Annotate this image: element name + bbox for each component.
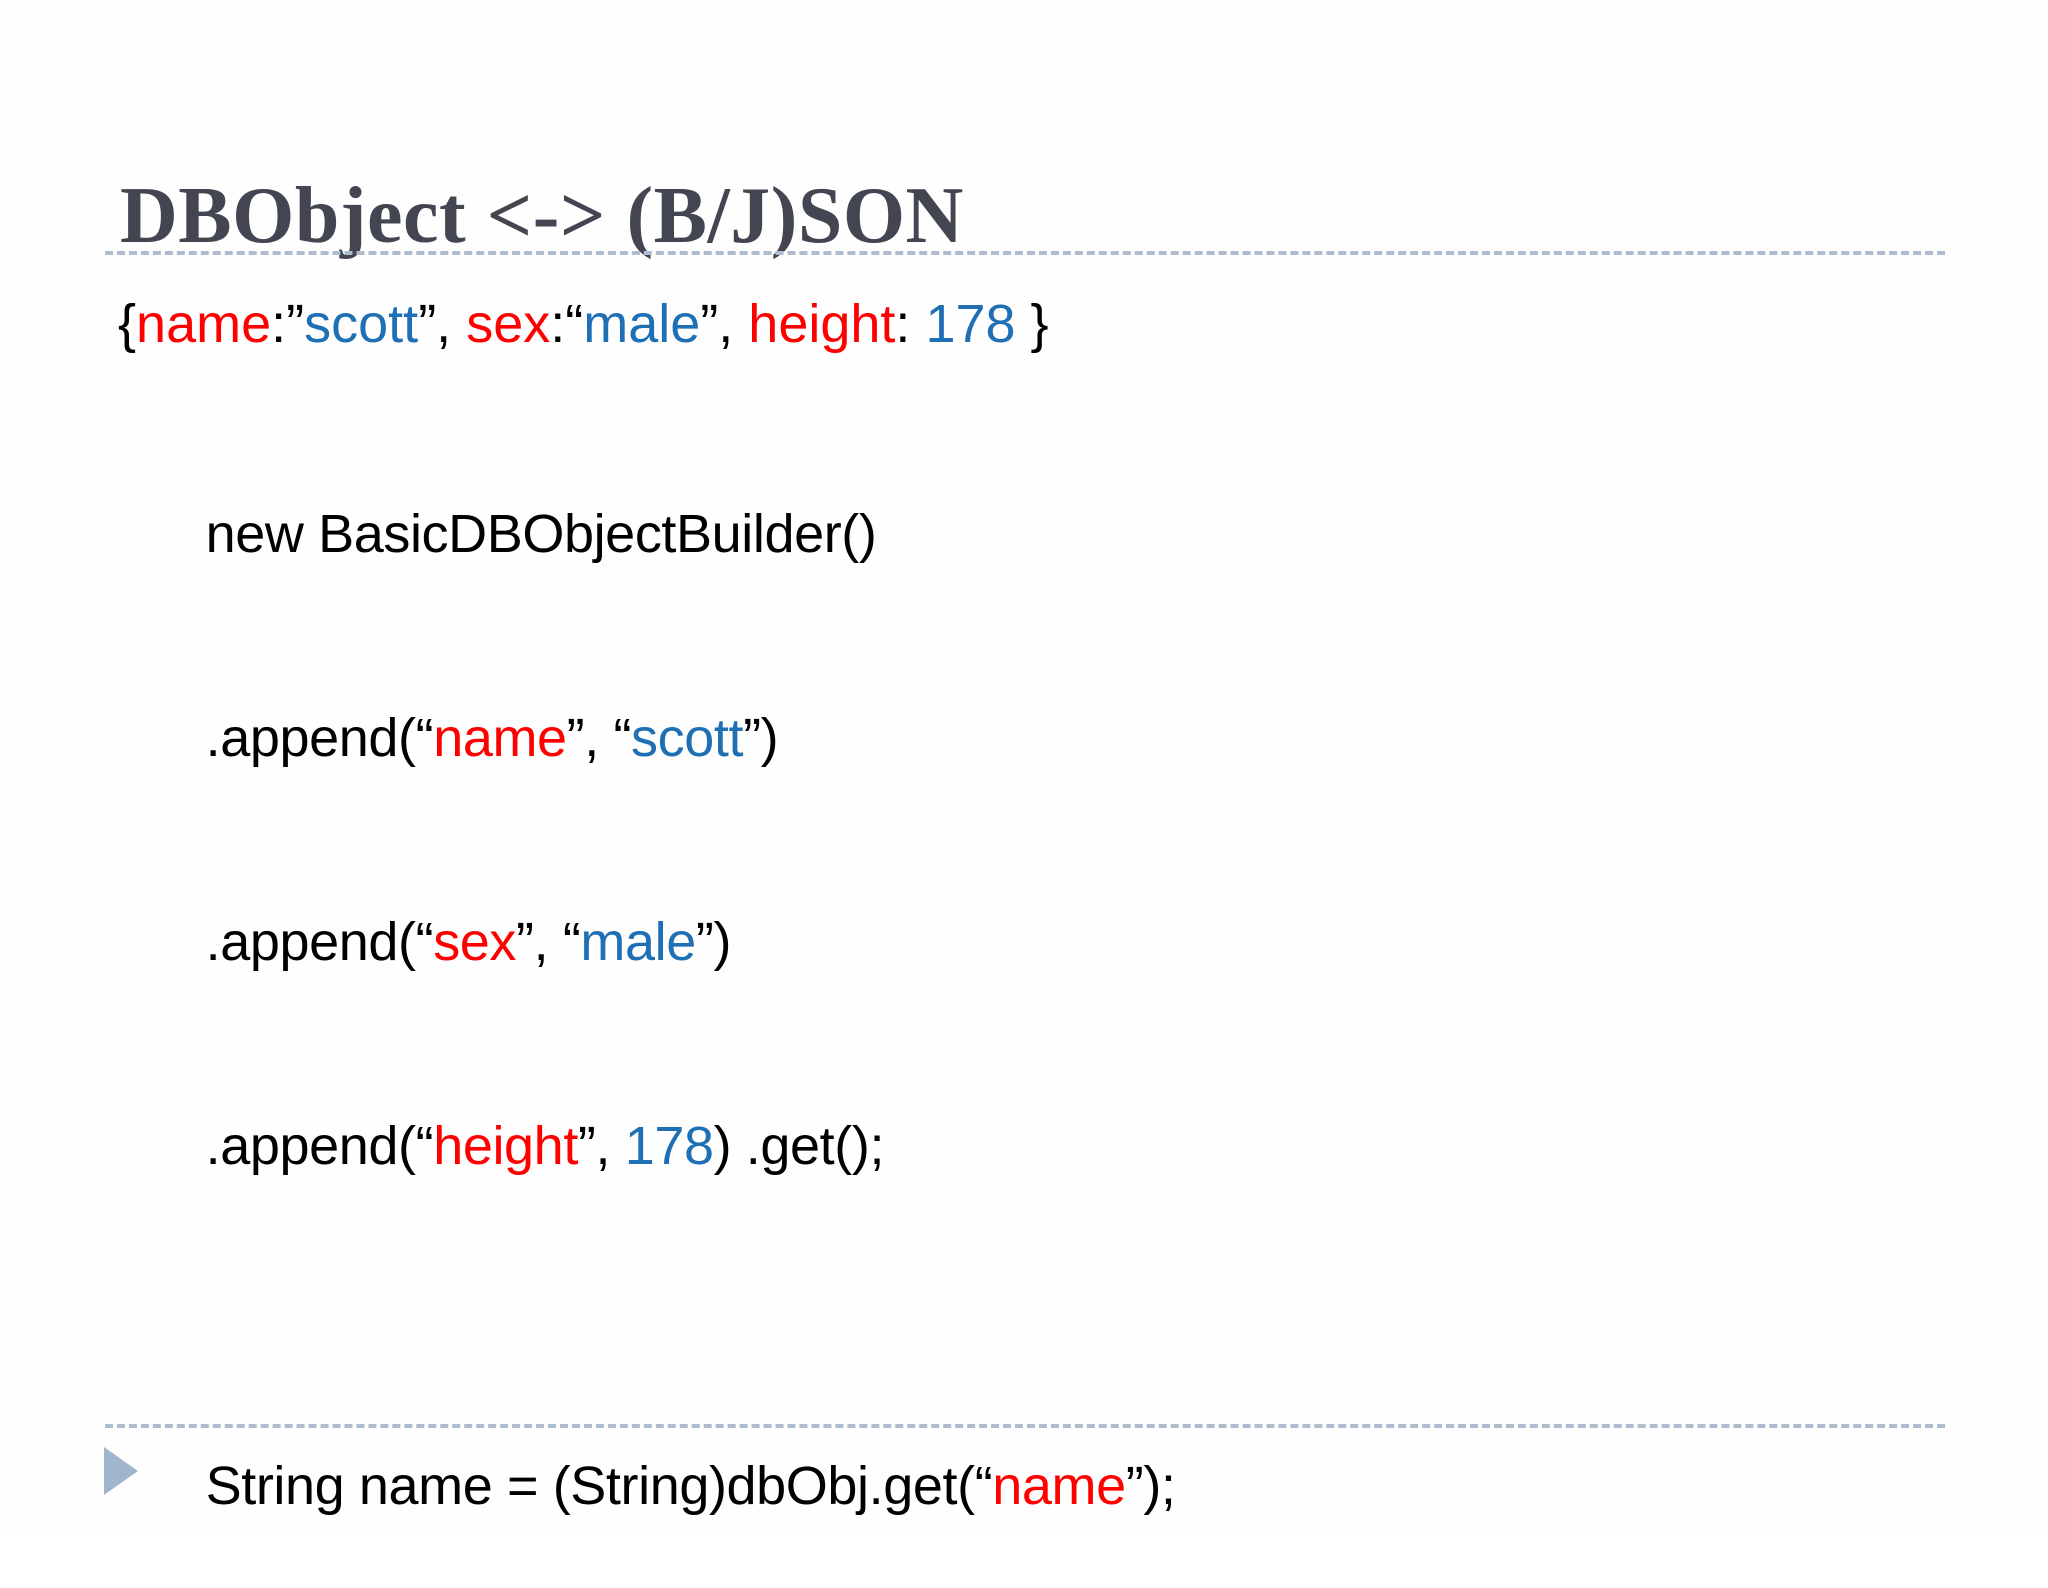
slide-content: {name:”scott”, sex:“male”, height: 178 }… <box>118 290 1968 1588</box>
json-value-178: 178 <box>925 294 1016 354</box>
blank-line-1 <box>118 364 1968 432</box>
code-middle: ”, “ <box>566 708 632 768</box>
code-value-male: male <box>580 912 696 972</box>
code-prefix: String name = (String)dbObj.get(“ <box>205 1456 993 1516</box>
code-line-get-name: String name = (String)dbObj.get(“name”); <box>118 1384 1968 1588</box>
code-value-178: 178 <box>624 1116 714 1176</box>
json-separator-2: ”, <box>700 294 749 354</box>
json-colon-2: :“ <box>550 294 584 354</box>
code-suffix: ) .get(); <box>713 1116 885 1176</box>
json-value-scott: scott <box>304 294 419 354</box>
json-colon-3: : <box>895 294 926 354</box>
code-prefix: .append(“ <box>205 708 434 768</box>
code-line-append-name: .append(“name”, “scott”) <box>118 636 1968 840</box>
code-text: new BasicDBObjectBuilder() <box>205 504 877 564</box>
code-middle: ”, “ <box>516 912 581 972</box>
code-key-sex: sex <box>433 912 517 972</box>
code-middle: ”, <box>577 1116 625 1176</box>
code-value-scott: scott <box>631 708 744 768</box>
json-sample-line: {name:”scott”, sex:“male”, height: 178 } <box>118 290 1968 358</box>
json-key-sex: sex <box>466 294 551 354</box>
code-key-height: height <box>433 1116 578 1176</box>
code-suffix: ”) <box>743 708 779 768</box>
code-suffix: ”) <box>695 912 732 972</box>
play-triangle-icon <box>104 1447 138 1495</box>
title-divider-top <box>105 251 1945 255</box>
footer-divider-bottom <box>105 1424 1945 1428</box>
code-prefix: .append(“ <box>205 1116 434 1176</box>
code-key-name: name <box>992 1456 1126 1516</box>
code-key-name: name <box>433 708 567 768</box>
json-separator-1: ”, <box>418 294 467 354</box>
json-brace-open: { <box>118 294 137 354</box>
blank-line-3 <box>118 1316 1968 1384</box>
page-title: DBObject <-> (B/J)SON <box>120 171 964 260</box>
code-prefix: .append(“ <box>205 912 434 972</box>
slide-canvas: DBObject <-> (B/J)SON {name:”scott”, sex… <box>104 171 1945 1516</box>
code-suffix: ”); <box>1125 1456 1176 1516</box>
json-colon-1: :” <box>271 294 305 354</box>
json-key-name: name <box>136 294 272 354</box>
code-line-append-height: .append(“height”, 178) .get(); <box>118 1044 1968 1248</box>
json-value-male: male <box>583 294 701 354</box>
json-brace-close: } <box>1015 294 1049 354</box>
json-key-height: height <box>748 294 896 354</box>
code-line-builder-new: new BasicDBObjectBuilder() <box>118 432 1968 636</box>
code-line-append-sex: .append(“sex”, “male”) <box>118 840 1968 1044</box>
blank-line-2 <box>118 1248 1968 1316</box>
